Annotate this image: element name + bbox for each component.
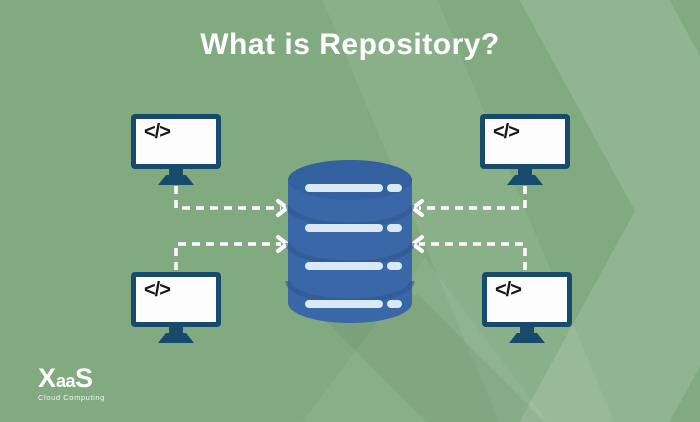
highlight-dot <box>387 300 402 308</box>
highlight-bar <box>305 300 383 308</box>
client-monitor-top-left: </> <box>131 114 221 186</box>
client-monitor-top-right: </> <box>480 114 570 186</box>
arrow-line-bottom-left <box>174 242 281 270</box>
logo-letters-aa: aa <box>56 371 76 391</box>
database-icon <box>285 160 415 323</box>
monitor-stand-base <box>507 175 543 185</box>
dashed-connectors <box>174 186 527 270</box>
client-monitor-bottom-left: </> <box>131 272 221 344</box>
monitor-stand-neck <box>169 169 183 175</box>
client-monitor-bottom-right: </> <box>482 272 572 344</box>
logo-letter-x: X <box>38 363 57 393</box>
arrowhead-icon <box>276 199 289 217</box>
monitor-stand-neck <box>169 327 183 333</box>
monitor-stand-neck <box>520 327 534 333</box>
code-icon: </> <box>144 121 171 143</box>
xaas-logo: X aa S Cloud Computing <box>38 365 105 403</box>
arrow-line-top-right <box>419 186 527 210</box>
logo-brand: X aa S <box>38 365 105 392</box>
arrow-line-top-left <box>174 186 281 210</box>
highlight-dot <box>387 224 402 232</box>
code-icon: </> <box>144 279 171 301</box>
arrow-line-bottom-right <box>419 242 527 270</box>
monitor-screen: </> <box>482 272 572 327</box>
logo-tagline: Cloud Computing <box>38 393 105 402</box>
monitor-screen: </> <box>131 114 221 169</box>
monitor-screen: </> <box>480 114 570 169</box>
highlight-dot <box>387 262 402 270</box>
chevron-band-shape <box>302 258 548 422</box>
monitor-stand-base <box>158 333 194 343</box>
highlight-bar <box>305 224 383 232</box>
monitor-stand-neck <box>518 169 532 175</box>
monitor-stand-base <box>158 175 194 185</box>
monitor-screen: </> <box>131 272 221 327</box>
code-icon: </> <box>495 279 522 301</box>
monitor-stand-base <box>509 333 545 343</box>
database-shadow <box>300 295 545 422</box>
database-highlights <box>305 184 402 308</box>
highlight-bar <box>305 184 383 192</box>
database-body <box>288 160 412 323</box>
code-icon: </> <box>493 121 520 143</box>
x-watermark-shape <box>519 0 700 422</box>
highlight-dot <box>387 184 402 192</box>
page-title: What is Repository? <box>200 28 500 61</box>
logo-letter-s: S <box>75 363 94 393</box>
database-top <box>288 160 412 200</box>
highlight-bar <box>305 262 383 270</box>
